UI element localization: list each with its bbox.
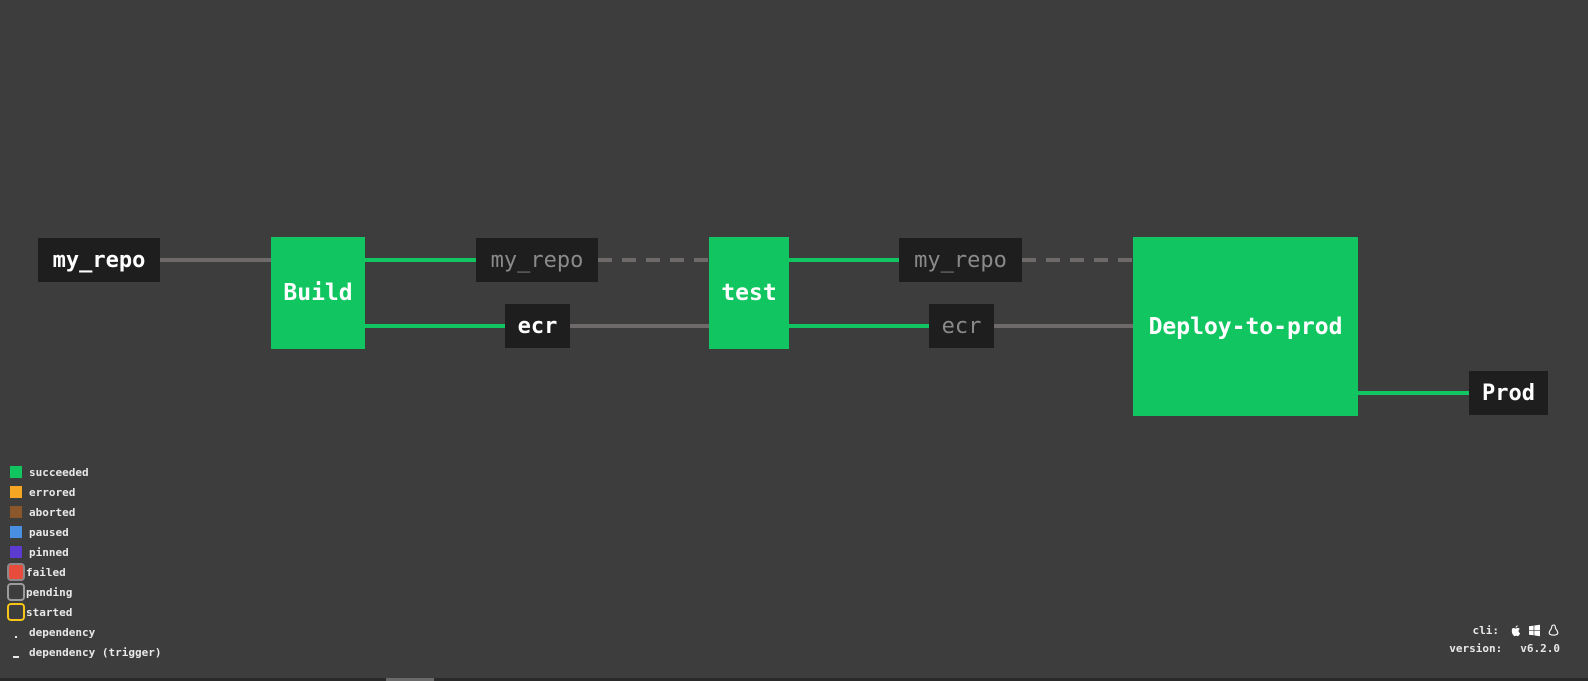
version-value: v6.2.0 xyxy=(1520,641,1560,655)
legend-item-started: started xyxy=(7,602,161,622)
legend-item-paused: paused xyxy=(8,522,161,542)
legend-label: dependency (trigger) xyxy=(29,645,162,659)
aborted-swatch-icon xyxy=(10,506,22,518)
resource-ecr-mid[interactable]: ecr xyxy=(505,304,570,348)
errored-swatch-icon xyxy=(10,486,22,498)
legend-label: succeeded xyxy=(29,465,89,479)
legend-label: errored xyxy=(29,485,76,499)
dependency-icon xyxy=(10,626,22,638)
started-swatch-icon xyxy=(7,603,25,621)
status-legend: succeeded errored aborted paused pinned … xyxy=(7,462,161,662)
legend-item-succeeded: succeeded xyxy=(8,462,161,482)
resource-my-repo-mid[interactable]: my_repo xyxy=(476,238,598,282)
pinned-swatch-icon xyxy=(10,546,22,558)
resource-prod[interactable]: Prod xyxy=(1469,371,1548,415)
pending-swatch-icon xyxy=(7,583,25,601)
dependency-trigger-icon xyxy=(10,646,22,658)
legend-item-pending: pending xyxy=(7,582,161,602)
windows-icon[interactable] xyxy=(1528,624,1541,637)
legend-label: dependency xyxy=(29,625,96,639)
version-row: version: v6.2.0 xyxy=(1449,639,1560,657)
legend-label: started xyxy=(26,605,73,619)
legend-label: failed xyxy=(26,565,66,579)
legend-item-errored: errored xyxy=(8,482,161,502)
job-test[interactable]: test xyxy=(709,237,789,349)
linux-icon[interactable] xyxy=(1547,623,1560,637)
legend-item-aborted: aborted xyxy=(8,502,161,522)
failed-swatch-icon xyxy=(7,563,25,581)
version-label: version: xyxy=(1449,641,1503,655)
job-build[interactable]: Build xyxy=(271,237,365,349)
legend-label: paused xyxy=(29,525,69,539)
paused-swatch-icon xyxy=(10,526,22,538)
horizontal-scrollbar[interactable] xyxy=(0,678,1588,681)
legend-item-failed: failed xyxy=(7,562,161,582)
legend-label: pending xyxy=(26,585,73,599)
resource-my-repo-late[interactable]: my_repo xyxy=(899,238,1022,282)
legend-label: aborted xyxy=(29,505,76,519)
legend-item-dependency-trigger: dependency (trigger) xyxy=(8,642,161,662)
resource-my-repo-source[interactable]: my_repo xyxy=(38,238,160,282)
legend-item-pinned: pinned xyxy=(8,542,161,562)
succeeded-swatch-icon xyxy=(10,466,22,478)
footer-info: cli: version: v6.2.0 xyxy=(1449,621,1560,657)
resource-ecr-late[interactable]: ecr xyxy=(929,304,994,348)
scrollbar-thumb[interactable] xyxy=(386,678,434,681)
job-deploy-to-prod[interactable]: Deploy-to-prod xyxy=(1133,237,1358,416)
cli-row: cli: xyxy=(1449,621,1560,639)
legend-item-dependency: dependency xyxy=(8,622,161,642)
apple-icon[interactable] xyxy=(1509,624,1522,637)
legend-label: pinned xyxy=(29,545,69,559)
cli-label: cli: xyxy=(1472,623,1500,637)
